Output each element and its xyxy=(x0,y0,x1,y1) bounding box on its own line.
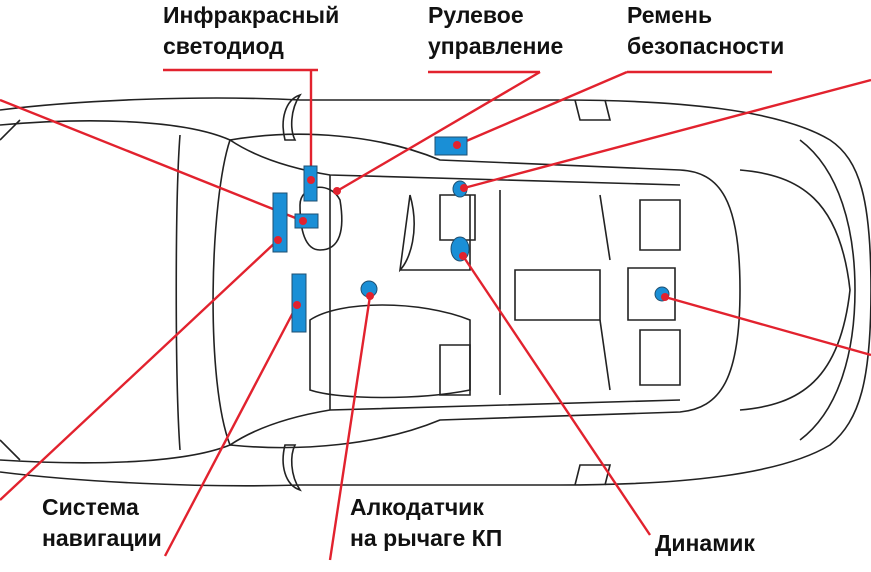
red-dots xyxy=(274,141,669,309)
alco-sensor-line xyxy=(328,295,372,561)
label-seatbelt: Ремень безопасности xyxy=(627,0,784,62)
label-steering: Рулевое управление xyxy=(428,0,563,62)
label-line: Инфракрасный xyxy=(163,2,340,28)
label-line: управление xyxy=(428,33,564,59)
label-alco-sensor: Алкодатчик на рычаге КП xyxy=(350,492,502,554)
label-navigation: Система навигации xyxy=(42,492,162,554)
label-line: Динамик xyxy=(655,530,755,556)
upper-right-line xyxy=(463,78,871,190)
speaker-line xyxy=(462,255,651,536)
ir-led-line-lower xyxy=(0,98,304,223)
steering-line xyxy=(336,70,541,193)
label-ir-led: Инфракрасный светодиод xyxy=(163,0,339,62)
seatbelt-unit xyxy=(434,136,468,156)
label-speaker: Динамик xyxy=(655,528,755,559)
right-line xyxy=(664,295,871,357)
label-line: Алкодатчик xyxy=(350,494,484,520)
label-line: безопасности xyxy=(627,33,785,59)
lower-left-line xyxy=(0,239,279,501)
label-line: на рычаге КП xyxy=(350,525,503,551)
components xyxy=(272,136,670,333)
label-line: светодиод xyxy=(163,33,284,59)
connector-lines xyxy=(0,68,871,561)
seatbelt-line xyxy=(456,70,628,147)
label-line: Рулевое xyxy=(428,2,524,28)
label-line: Система xyxy=(42,494,139,520)
label-line: Ремень xyxy=(627,2,713,28)
navigation-line xyxy=(163,304,299,557)
label-line: навигации xyxy=(42,525,162,551)
